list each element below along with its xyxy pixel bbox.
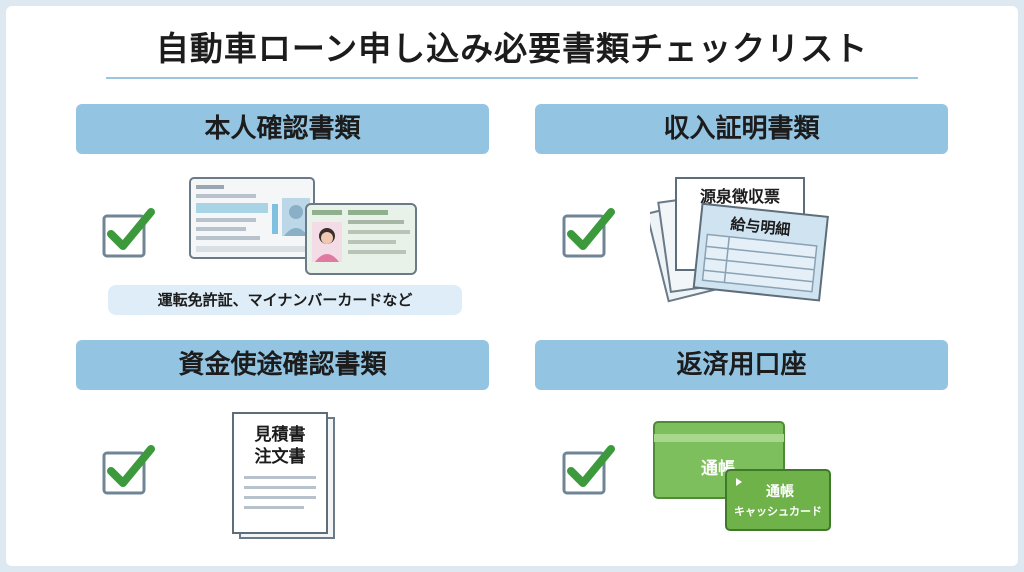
card-label-bottom: キャッシュカード [734,505,822,518]
page-title: 自動車ローン申し込み必要書類チェックリスト [155,29,869,68]
mynumber-card [305,203,417,275]
check-icon [567,445,615,487]
id-cards-illustration [189,177,417,275]
identity-caption: 運転免許証、マイナンバーカードなど [108,285,462,315]
card-label-top: 通帳 [766,483,794,500]
drivers-license-card [189,177,315,259]
checkbox-income[interactable] [561,206,615,260]
checkbox-repayment-account[interactable] [561,443,615,497]
cash-card: 通帳 キャッシュカード [725,469,831,531]
estimate-document-illustration: 見積書 注文書 [232,412,335,539]
order-form-label: 注文書 [255,446,306,467]
bankbook-illustration: 通帳 通帳 キャッシュカード [653,421,831,531]
section-header-fund-usage: 資金使途確認書類 [76,340,489,390]
check-icon [567,208,615,250]
checkbox-identity[interactable] [101,206,155,260]
pay-slip: 給与明細 [692,202,829,302]
estimate-label: 見積書 [254,424,306,445]
income-documents-illustration: 源泉徴収票 給与明細 [650,177,829,303]
section-header-repayment-account: 返済用口座 [535,340,948,390]
checkbox-fund-usage[interactable] [101,443,155,497]
check-icon [107,208,155,250]
section-header-identity: 本人確認書類 [76,104,489,154]
section-header-income: 収入証明書類 [535,104,948,154]
title-divider [106,77,918,79]
withholding-slip-label: 源泉徴収票 [700,187,780,206]
check-icon [107,445,155,487]
